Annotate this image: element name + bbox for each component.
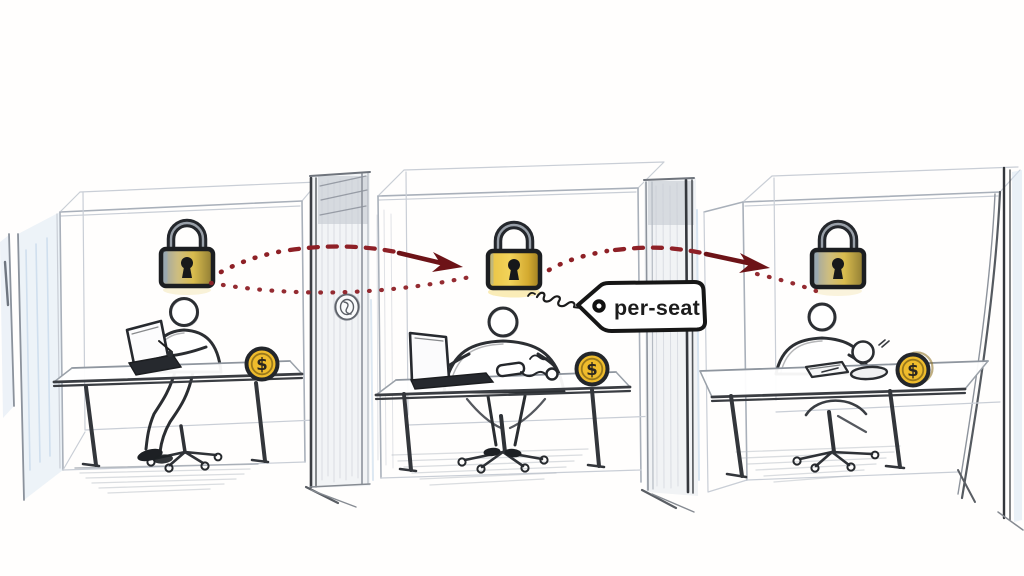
tag-shape bbox=[576, 280, 708, 334]
tag-string bbox=[535, 291, 584, 310]
left-edge-panel bbox=[0, 233, 15, 418]
cubicle-1 bbox=[17, 181, 319, 501]
tag-label: per-seat bbox=[614, 296, 700, 320]
laptop-2[interactable] bbox=[408, 331, 495, 390]
divider-panel-1 bbox=[304, 171, 374, 508]
chair-2[interactable] bbox=[457, 397, 549, 474]
dollar-coin-icon-3: $ bbox=[895, 351, 934, 388]
right-edge-panel bbox=[997, 166, 1024, 531]
wall-emblem-icon bbox=[333, 293, 361, 321]
coin-2-symbol: $ bbox=[586, 360, 597, 379]
person-3 bbox=[774, 302, 871, 376]
padlock-icon-2 bbox=[485, 220, 543, 298]
person-2-legs bbox=[483, 394, 527, 458]
laptop-1[interactable] bbox=[125, 319, 183, 376]
coin-3-symbol: $ bbox=[907, 361, 918, 380]
desk-1 bbox=[52, 360, 304, 468]
divider-panel-2 bbox=[640, 177, 700, 513]
person-1-hand-pen bbox=[158, 340, 174, 358]
desk-objects-3 bbox=[849, 339, 890, 381]
dashed-arrow-icon-2 bbox=[546, 245, 819, 294]
cubicle-3 bbox=[703, 166, 1021, 503]
dollar-coin-icon-2: $ bbox=[574, 351, 610, 387]
padlock-icon-3 bbox=[809, 219, 867, 296]
person-3-head bbox=[807, 302, 837, 332]
person-1-head bbox=[169, 297, 199, 327]
cubicle-2 bbox=[376, 161, 665, 483]
dollar-coin-icon-1: $ bbox=[244, 346, 280, 382]
tablet-3[interactable] bbox=[804, 360, 850, 379]
tag-hole bbox=[592, 299, 606, 313]
person-2-head bbox=[487, 306, 519, 338]
padlock-icon-1 bbox=[158, 218, 216, 295]
chair-3[interactable] bbox=[792, 399, 880, 473]
coin-1-symbol: $ bbox=[256, 355, 267, 374]
dashed-arrow-icon-1 bbox=[208, 244, 473, 295]
desk-clutter-2 bbox=[495, 354, 559, 381]
price-tag-icon: per-seat bbox=[527, 280, 708, 334]
